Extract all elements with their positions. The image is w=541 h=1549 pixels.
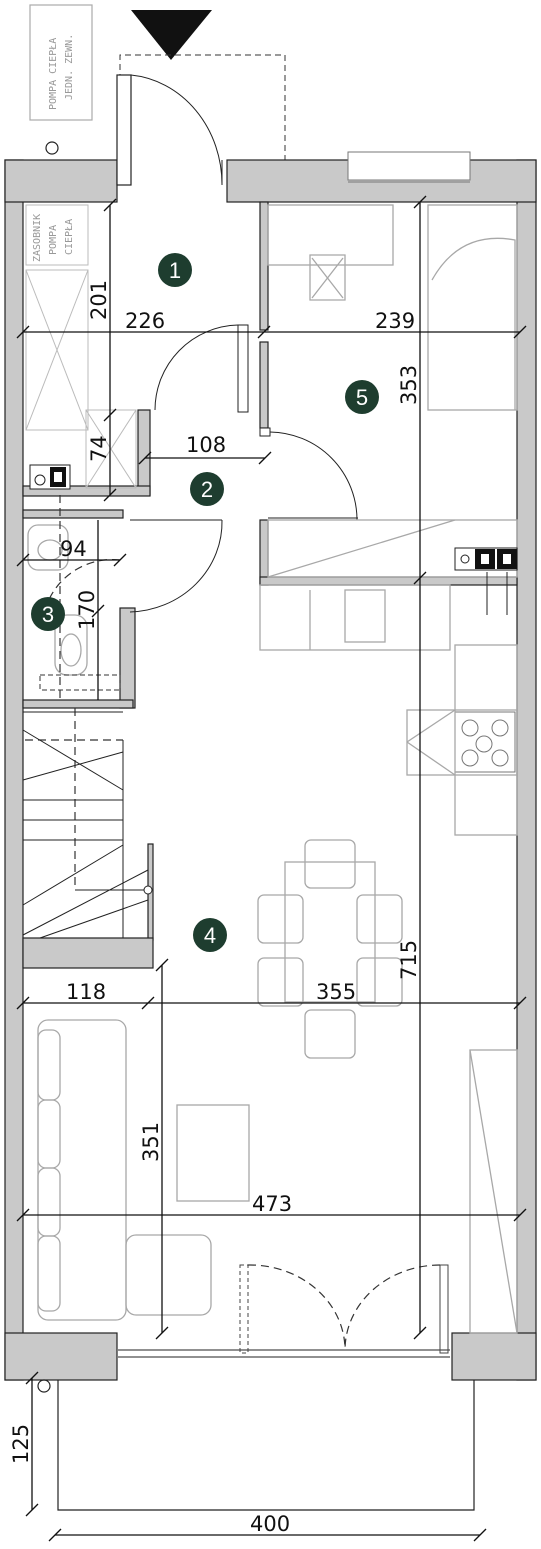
- heat-pump-tank-label-2: POMPA: [48, 225, 59, 255]
- door-hall[interactable]: [154, 324, 249, 413]
- heat-pump-outdoor-label-1: POMPA CIEPŁA: [48, 38, 59, 110]
- door-room5[interactable]: [259, 427, 358, 521]
- terrace-outline: [37, 1379, 475, 1511]
- dim-74: 74: [87, 435, 111, 462]
- entrance-canopy-outline: [119, 54, 286, 160]
- staircase: [22, 708, 153, 939]
- dim-226: 226: [125, 309, 165, 333]
- room-badge-4: 4: [193, 918, 227, 952]
- dim-118: 118: [66, 980, 106, 1004]
- dim-170: 170: [75, 590, 99, 630]
- dim-125: 125: [9, 1424, 33, 1464]
- room-number-5: 5: [356, 385, 368, 410]
- dim-351: 351: [139, 1122, 163, 1162]
- dim-108: 108: [186, 433, 226, 457]
- room-number-1: 1: [169, 258, 181, 283]
- room-number-2: 2: [201, 477, 213, 502]
- terrace-door[interactable]: [118, 1264, 450, 1358]
- dimension-lines: [16, 195, 527, 1542]
- kitchen: [259, 584, 518, 836]
- dim-239: 239: [375, 309, 415, 333]
- dim-400: 400: [250, 1512, 290, 1536]
- heat-pump-tank: ZASOBNIK POMPA CIEPŁA: [25, 204, 137, 489]
- room-badge-2: 2: [190, 472, 224, 506]
- dining-set: [257, 839, 403, 1059]
- dim-94: 94: [60, 537, 87, 561]
- dim-355: 355: [316, 980, 356, 1004]
- interior-walls: [22, 201, 518, 969]
- living-room-furniture: [37, 1019, 518, 1334]
- utility-connections: [454, 547, 518, 615]
- dim-353: 353: [397, 365, 421, 405]
- utility-socket: [29, 464, 71, 490]
- room-number-3: 3: [42, 602, 54, 627]
- room5-furniture: [267, 151, 518, 578]
- room-number-4: 4: [204, 923, 216, 948]
- dim-473: 473: [252, 1192, 292, 1216]
- entrance-arrow-icon: [131, 10, 212, 60]
- room-badge-3: 3: [31, 597, 65, 631]
- entrance-door[interactable]: [116, 74, 223, 186]
- outdoor-marker-circle: [45, 141, 59, 155]
- heat-pump-tank-label-3: CIEPŁA: [64, 219, 75, 255]
- bathroom-fixtures: [27, 495, 121, 700]
- room-badge-1: 1: [158, 253, 192, 287]
- dim-201: 201: [87, 280, 111, 320]
- heat-pump-tank-label-1: ZASOBNIK: [32, 214, 43, 262]
- heat-pump-outdoor-label-2: JEDN. ZEWN.: [64, 34, 75, 100]
- dim-715: 715: [397, 940, 421, 980]
- heat-pump-outdoor-unit: POMPA CIEPŁA JEDN. ZEWN.: [29, 4, 93, 121]
- door-bathroom[interactable]: [129, 519, 223, 613]
- room-badge-5: 5: [345, 380, 379, 414]
